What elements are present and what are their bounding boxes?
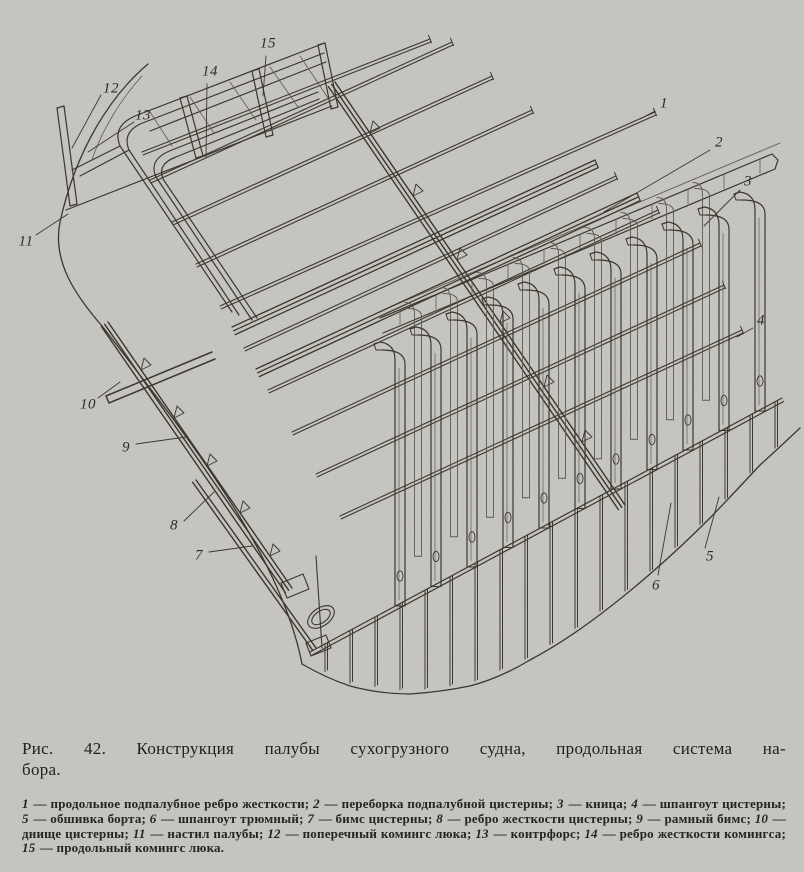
tank-frames-front-row: [373, 191, 766, 607]
legend-number: 5: [22, 810, 29, 826]
legend-number: 1: [22, 796, 29, 811]
front-plate: [307, 555, 335, 649]
callout-1: 1: [660, 95, 668, 112]
caption-line-1: Рис. 42. Конструкция палубы сухогрузного…: [22, 739, 786, 758]
deck-carlings: [231, 159, 641, 378]
legend-number: 11: [132, 825, 146, 841]
figure-caption: Рис. 42. Конструкция палубы сухогрузного…: [22, 738, 786, 780]
deck-longitudinals: [141, 34, 744, 520]
legend-number: 13: [475, 825, 489, 841]
callout-12: 12: [103, 80, 119, 97]
caption-line-2: бора.: [22, 760, 61, 779]
callout-8: 8: [170, 517, 178, 534]
beam-brackets: [140, 120, 593, 557]
torn-edges: [57, 63, 801, 695]
callout-5: 5: [706, 548, 714, 565]
legend-number: 7: [307, 810, 315, 826]
callout-15: 15: [260, 35, 276, 52]
far-structure-lines: [149, 55, 329, 147]
callout-10: 10: [80, 396, 96, 413]
callout-4: 4: [757, 312, 765, 329]
legend-number: 9: [636, 810, 643, 826]
callout-14: 14: [202, 63, 218, 80]
callout-9: 9: [122, 439, 130, 456]
legend-number: 12: [267, 825, 281, 841]
callout-7: 7: [195, 547, 203, 564]
legend-number: 15: [22, 840, 36, 856]
hold-frames: [324, 399, 778, 691]
bulkhead-stiffener-ticks: [399, 158, 761, 325]
tank-frames-back-row: [404, 182, 710, 557]
legend-number: 10: [754, 810, 769, 826]
coaming-buttresses: [56, 42, 339, 207]
legend-number: 4: [631, 796, 638, 811]
callout-11: 11: [18, 233, 34, 250]
figure-legend: 1 — продольное подпалубное ребро жесткос…: [22, 796, 786, 856]
callout-6: 6: [652, 577, 660, 594]
legend-number: 6: [149, 810, 157, 826]
callout-3: 3: [744, 173, 752, 190]
figure-drawing: [35, 34, 801, 695]
callout-2: 2: [715, 134, 723, 151]
callout-leader-lines: [35, 55, 754, 576]
legend-number: 8: [436, 810, 443, 826]
callout-13: 13: [135, 107, 151, 124]
legend-number: 14: [584, 825, 598, 841]
legend-number: 2: [313, 796, 320, 811]
legend-number: 3: [556, 796, 564, 811]
web-beams: [100, 81, 626, 657]
